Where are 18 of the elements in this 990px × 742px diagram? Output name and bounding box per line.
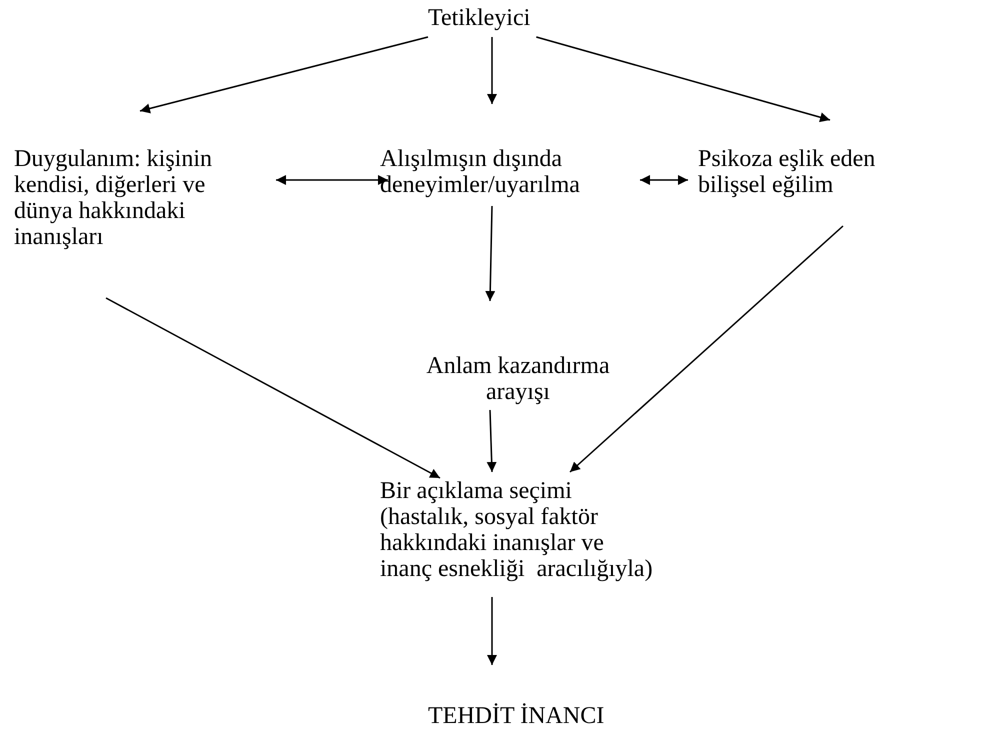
arrow [140, 36, 428, 114]
arrow [106, 297, 440, 479]
node-text: Anlam kazandırma arayışı [425, 353, 611, 405]
arrow [640, 175, 688, 185]
arrow [485, 206, 496, 302]
arrow [570, 225, 844, 473]
node-text: Psikoza eşlik eden bilişsel eğilim [698, 146, 876, 198]
node-text: Duygulanım: kişinin kendisi, diğerleri ve dünya hakkındaki inanışları [14, 146, 213, 250]
arrow [536, 36, 830, 122]
node-text: (hastalık, sosyal faktör hakkındaki inanışlar ve inanç esnekliği aracılığıyla) [380, 504, 654, 582]
arrow [487, 37, 497, 104]
arrow [487, 597, 497, 665]
node-text: Tetikleyici [428, 5, 530, 31]
arrow [276, 175, 388, 185]
node-text: Alışılmışın dışında deneyimler/uyarılma [380, 146, 581, 198]
arrow [486, 410, 497, 472]
node-heading: Bir açıklama seçimi [380, 478, 573, 504]
node-text: TEHDİT İNANCI [428, 703, 604, 729]
